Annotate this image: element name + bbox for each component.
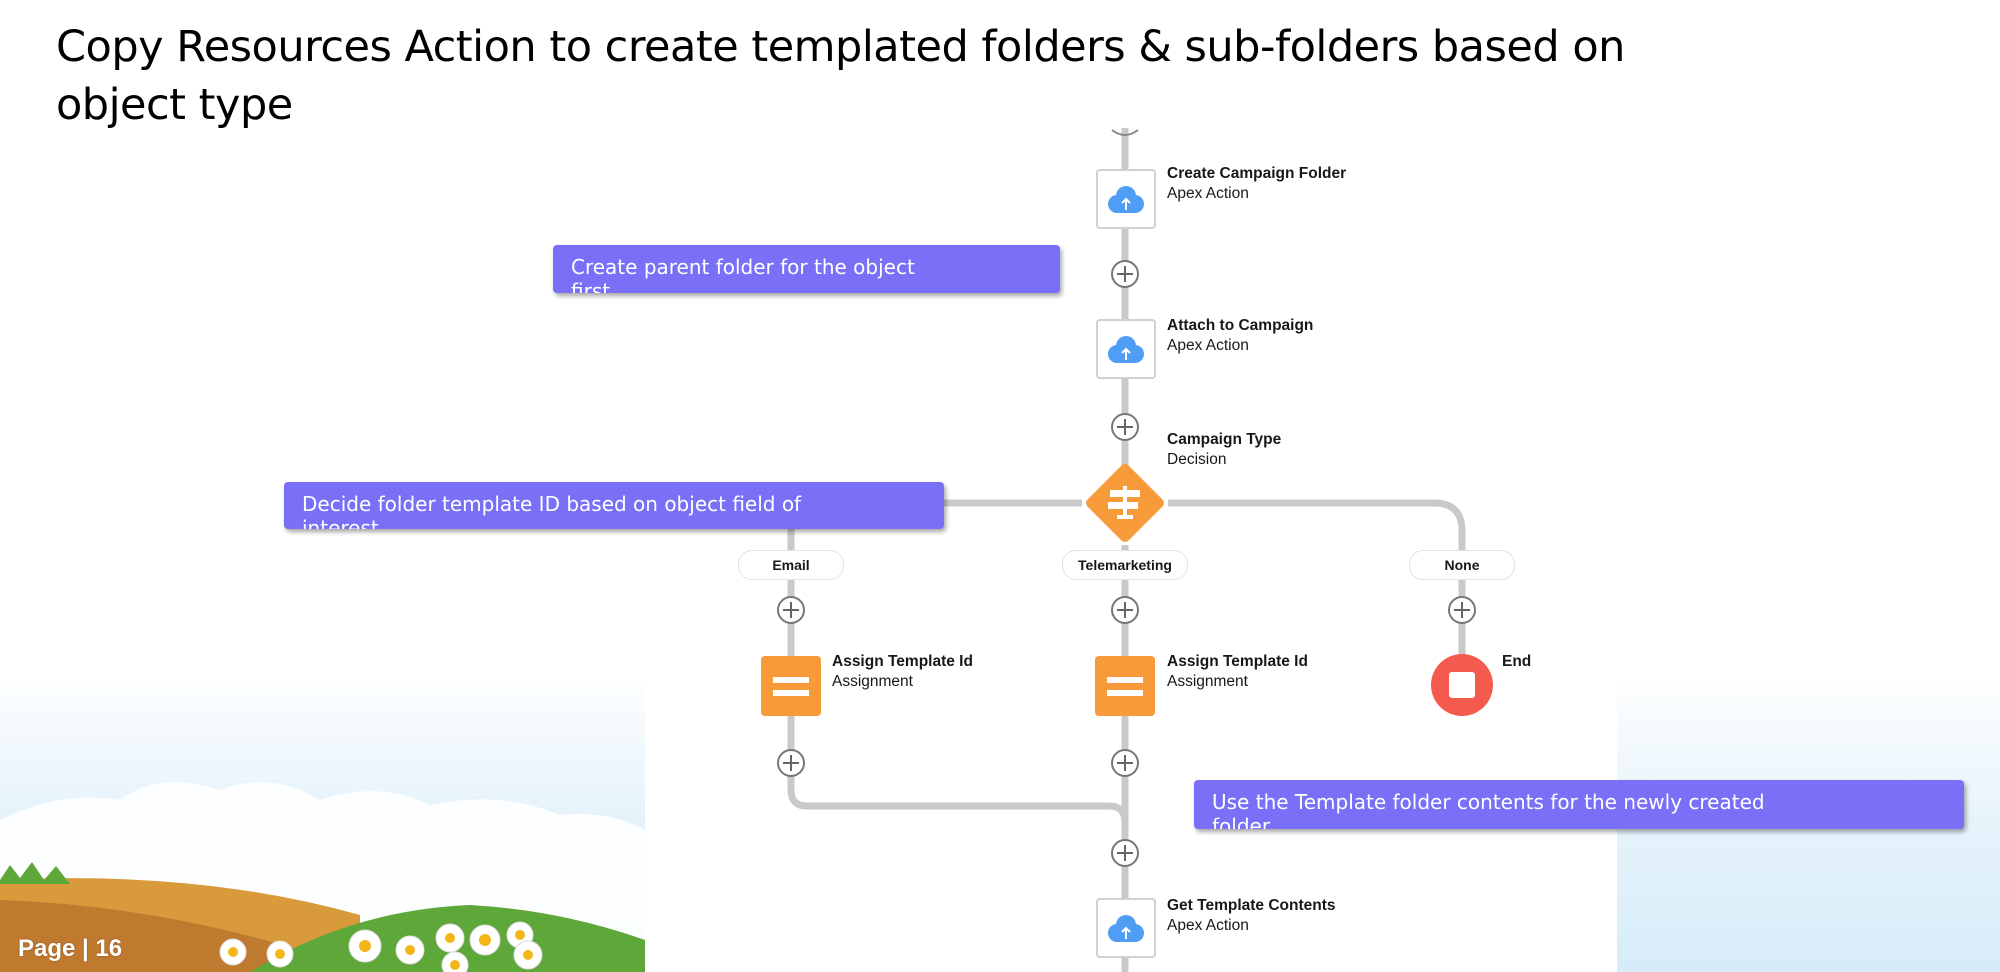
node-title: Create Campaign Folder: [1167, 165, 1347, 182]
node-end[interactable]: [1431, 654, 1493, 716]
node-assign-template-id-telemarketing[interactable]: [1095, 656, 1155, 716]
node-title: Get Template Contents: [1167, 897, 1336, 914]
callout-use-template-contents: Use the Template folder contents for the…: [1194, 780, 1964, 829]
node-type: Assignment: [832, 673, 913, 690]
slide-title: Copy Resources Action to create template…: [56, 22, 1625, 130]
signpost-icon: [1108, 486, 1140, 519]
collapse-chevron-icon[interactable]: [1111, 129, 1139, 136]
equals-icon: [773, 677, 809, 696]
add-element-icon[interactable]: [1448, 596, 1476, 624]
cloud-upload-icon: [1108, 915, 1144, 942]
node-title: Campaign Type: [1167, 431, 1282, 448]
branch-label-email[interactable]: Email: [738, 550, 844, 580]
cloud-upload-icon: [1108, 186, 1144, 213]
equals-icon: [1107, 677, 1143, 696]
node-label: Assign Template Id Assignment: [832, 652, 973, 692]
node-title: End: [1502, 653, 1532, 670]
add-element-icon[interactable]: [1111, 596, 1139, 624]
node-type: Assignment: [1167, 673, 1248, 690]
node-campaign-type-decision[interactable]: [1084, 462, 1166, 544]
node-get-template-contents[interactable]: [1096, 898, 1156, 958]
node-title: Assign Template Id: [832, 653, 973, 670]
branch-label-none[interactable]: None: [1409, 550, 1515, 580]
node-title: Assign Template Id: [1167, 653, 1308, 670]
stop-icon: [1449, 672, 1475, 698]
node-type: Apex Action: [1167, 917, 1249, 934]
callout-create-parent-folder: Create parent folder for the object firs…: [553, 245, 1060, 293]
page-number: Page | 16: [18, 935, 123, 962]
node-attach-to-campaign[interactable]: [1096, 319, 1156, 379]
callout-decide-template-id: Decide folder template ID based on objec…: [284, 482, 944, 529]
landscape-illustration: [0, 782, 645, 972]
node-type: Decision: [1167, 451, 1227, 468]
add-element-icon[interactable]: [1111, 413, 1139, 441]
add-element-icon[interactable]: [1111, 839, 1139, 867]
add-element-icon[interactable]: [1111, 749, 1139, 777]
add-element-buttons: [777, 260, 1476, 867]
branch-label-telemarketing[interactable]: Telemarketing: [1062, 550, 1188, 580]
node-assign-template-id-email[interactable]: [761, 656, 821, 716]
node-type: Apex Action: [1167, 337, 1249, 354]
add-element-icon[interactable]: [777, 749, 805, 777]
node-title: Attach to Campaign: [1167, 317, 1314, 334]
cloud-upload-icon: [1108, 336, 1144, 363]
node-create-campaign-folder[interactable]: [1096, 169, 1156, 229]
node-type: Apex Action: [1167, 185, 1249, 202]
node-label: Assign Template Id Assignment: [1167, 652, 1308, 692]
add-element-icon[interactable]: [1111, 260, 1139, 288]
add-element-icon[interactable]: [777, 596, 805, 624]
node-label: End: [1502, 652, 1531, 672]
